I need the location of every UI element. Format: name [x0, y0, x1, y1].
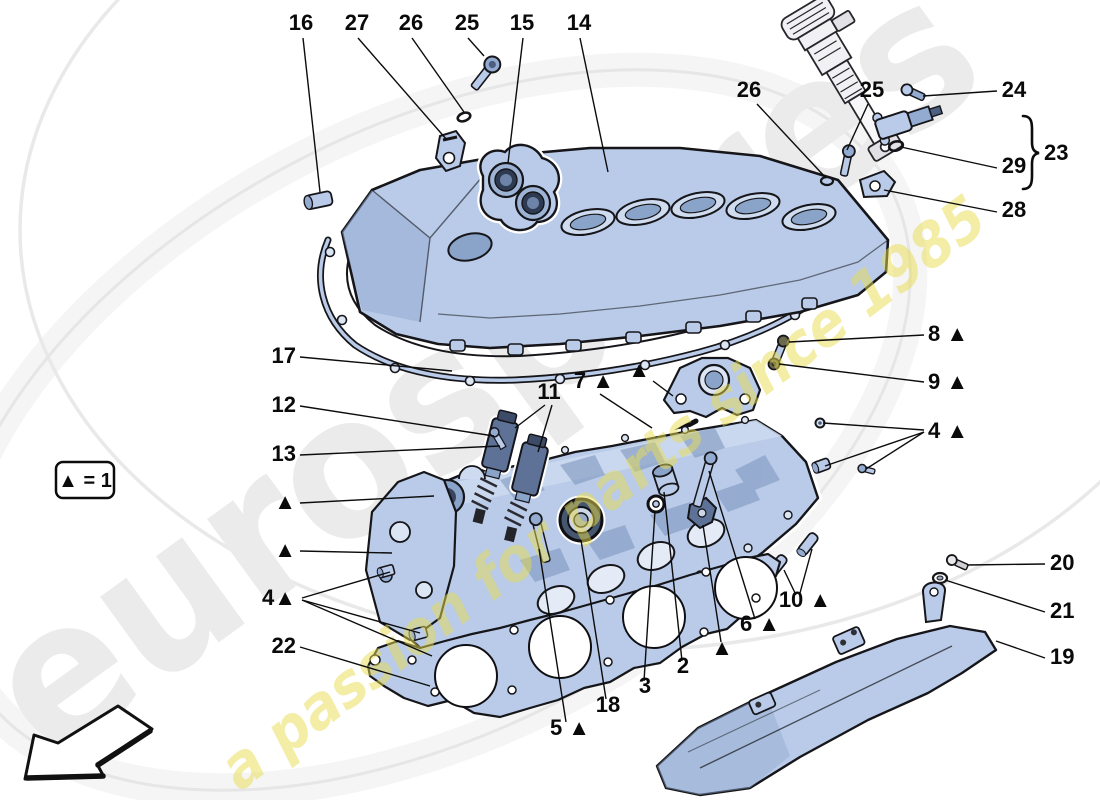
callout-17: 17: [272, 343, 296, 368]
bolt-24: [900, 83, 926, 102]
o-ring-26: [456, 111, 472, 123]
o-ring-29: [887, 139, 905, 153]
callout-triangle-2: ▲: [274, 537, 296, 562]
bolt-25b: [839, 144, 856, 177]
o-ring-26b: [819, 175, 835, 187]
cam-support-bracket: [662, 356, 762, 419]
cam-sensor: [872, 104, 944, 146]
callout-14: 14: [567, 10, 592, 35]
callout-2: 2: [677, 653, 689, 678]
callout-15: 15: [510, 10, 534, 35]
callout-26-coil: 26: [737, 77, 761, 102]
callout-27: 27: [345, 10, 369, 35]
callout-3: 3: [639, 673, 651, 698]
bolt-5: [528, 512, 551, 564]
callout-10: 10 ▲: [779, 587, 831, 612]
callout-5: 5 ▲: [550, 715, 590, 740]
legend-text: ▲ = 1: [58, 470, 112, 492]
callout-7: 7 ▲: [574, 368, 614, 393]
callout-triangle-4: ▲: [711, 635, 733, 660]
callout-19: 19: [1050, 644, 1074, 669]
washer-21: [931, 571, 949, 585]
callout-triangle-3: ▲: [628, 357, 650, 382]
head-gasket: [366, 552, 782, 719]
callout-25-coil: 25: [860, 77, 884, 102]
callout-triangle-1: ▲: [274, 489, 296, 514]
callout-13: 13: [272, 441, 296, 466]
callout-28: 28: [1002, 197, 1026, 222]
callout-4-left: 4▲: [262, 585, 296, 610]
callout-8: 8 ▲: [928, 321, 968, 346]
leader-lines: [299, 37, 1046, 723]
callout-22: 22: [272, 633, 296, 658]
bolt-20: [945, 554, 969, 571]
heat-shield: [655, 581, 998, 797]
oil-filler-neck: [477, 141, 563, 234]
callout-25-top: 25: [455, 10, 479, 35]
plug-16: [303, 190, 334, 211]
callout-11: 11: [537, 379, 560, 404]
bolt-6: [692, 451, 718, 508]
callout-18: 18: [596, 692, 620, 717]
direction-arrow: [23, 704, 154, 781]
o-ring-3: [646, 494, 666, 514]
callout-12: 12: [272, 392, 296, 417]
bolt-13: [489, 427, 507, 451]
brace-23: [1021, 114, 1040, 191]
callout-29: 29: [1002, 153, 1026, 178]
bolt-25: [470, 55, 502, 91]
callout-6: 6 ▲: [740, 611, 780, 636]
callout-24: 24: [1002, 77, 1027, 102]
spark-plug-wells: [560, 190, 837, 237]
callout-4-right: 4 ▲: [928, 418, 968, 443]
solenoid-valves: [471, 409, 551, 543]
callout-9: 9 ▲: [928, 369, 968, 394]
callout-16: 16: [289, 10, 313, 35]
callout-labels: 16 27 26 25 15 14 26 25 24 23 29 28 8 ▲ …: [262, 10, 1075, 740]
legend-box: ▲ = 1: [54, 460, 116, 500]
callout-23: 23: [1044, 140, 1068, 165]
bracket-27: [434, 129, 467, 173]
callout-21: 21: [1050, 598, 1074, 623]
callout-20: 20: [1050, 550, 1074, 575]
callout-26-top: 26: [399, 10, 423, 35]
